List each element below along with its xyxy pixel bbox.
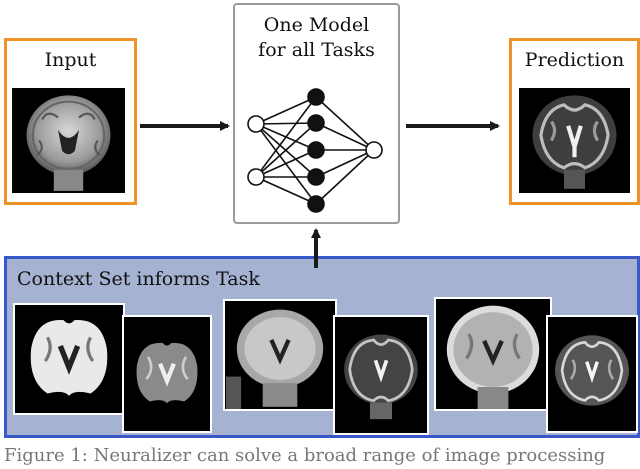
- model-title-line2: for all Tasks: [258, 39, 375, 61]
- input-panel: Input: [4, 38, 137, 205]
- model-panel: One Model for all Tasks: [233, 3, 400, 224]
- context-label: Context Set informs Task: [17, 268, 260, 290]
- context-pair2-output-scan: [333, 315, 429, 435]
- prediction-panel: Prediction: [509, 38, 640, 205]
- context-pair1-input-scan: [13, 303, 125, 415]
- input-brain-scan: [12, 88, 125, 193]
- context-pair1-output-scan: [122, 315, 212, 433]
- figure-caption: Figure 1: Neuralizer can solve a broad r…: [4, 445, 606, 466]
- context-pair2-input-scan: [223, 299, 337, 411]
- context-set-panel: Context Set informs Task: [4, 256, 640, 438]
- context-pair3-output-scan: [546, 315, 638, 433]
- prediction-brain-scan: [519, 88, 630, 193]
- model-title-line1: One Model: [263, 14, 370, 36]
- context-pair3-input-scan: [434, 297, 552, 411]
- input-label: Input: [44, 49, 97, 71]
- prediction-label: Prediction: [524, 49, 625, 71]
- model-title: One Model for all Tasks: [235, 13, 398, 63]
